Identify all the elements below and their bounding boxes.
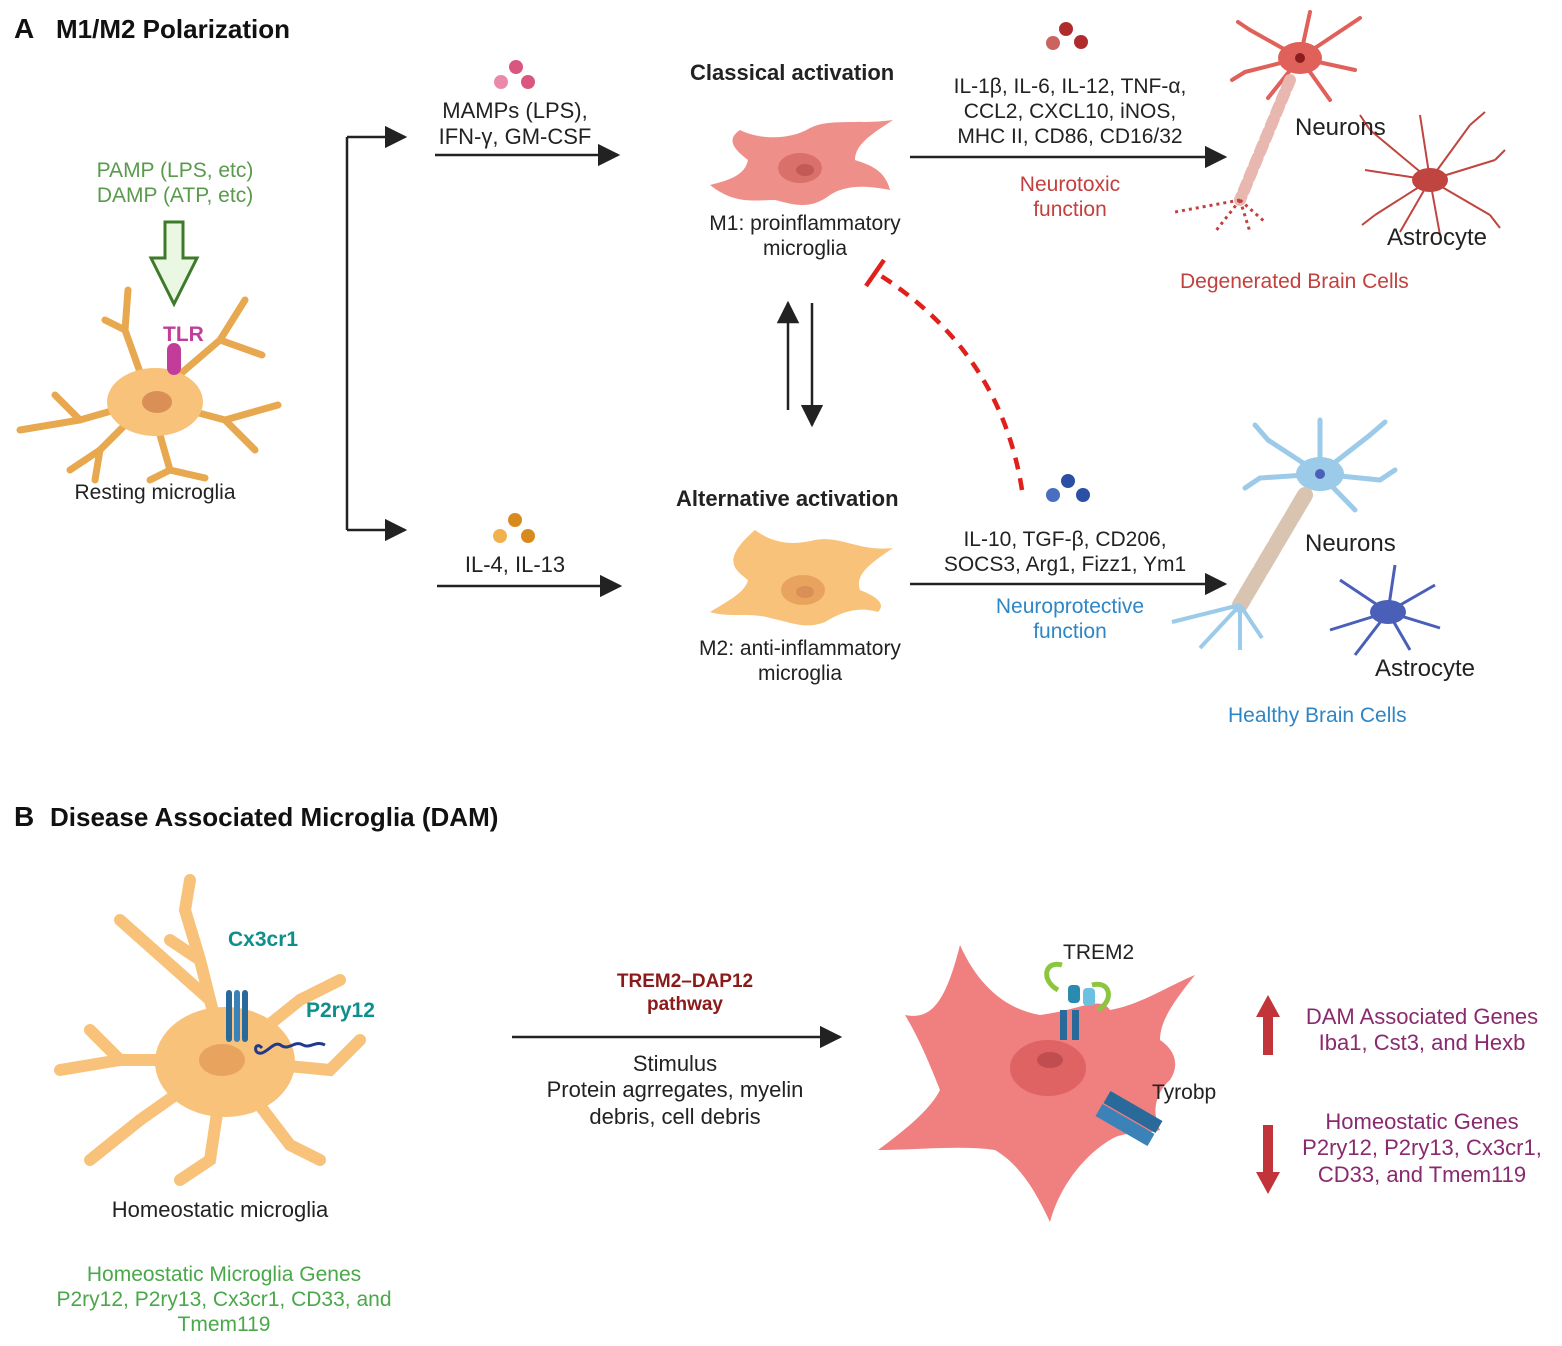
homeostatic-genes-downregulated: Homeostatic Genes P2ry12, P2ry13, Cx3cr1… <box>1302 1109 1542 1187</box>
stimulus-label: PAMP (LPS, etc) DAMP (ATP, etc) <box>96 159 254 208</box>
degenerated-neuron <box>1230 10 1362 102</box>
degenerated-astrocyte <box>1359 111 1506 236</box>
degenerated-axon-terminal <box>1174 198 1266 233</box>
healthy-neuron-nucleus <box>1315 469 1325 479</box>
m1-inducer-molecules-icon <box>494 60 535 89</box>
m1-microglia-cell <box>710 120 893 205</box>
alternative-activation-title: Alternative activation <box>676 486 899 511</box>
degenerated-axon <box>1234 74 1296 206</box>
m1-cytokines-label: IL-1β, IL-6, IL-12, TNF-α, CCL2, CXCL10,… <box>953 75 1187 149</box>
cx3cr1-receptor-icon <box>226 990 248 1042</box>
degenerated-astrocyte-soma <box>1412 168 1448 192</box>
healthy-astrocyte <box>1329 564 1441 656</box>
downregulation-arrow <box>1256 1125 1280 1194</box>
tyrobp-label: Tyrobp <box>1152 1081 1217 1104</box>
astrocyte-top-label: Astrocyte <box>1387 224 1488 251</box>
m1-cytokine-molecules-icon <box>1046 22 1088 50</box>
resting-microglia-label: Resting microglia <box>74 481 236 504</box>
m2-inducers-label: IL-4, IL-13 <box>464 552 566 577</box>
dam-associated-genes: DAM Associated Genes Iba1, Cst3, and Hex… <box>1305 1004 1539 1056</box>
homeostatic-microglia-nucleus <box>199 1044 245 1076</box>
homeostatic-microglia-label: Homeostatic microglia <box>111 1197 329 1222</box>
cx3cr1-label: Cx3cr1 <box>228 928 299 951</box>
p2ry12-receptor-icon <box>254 1041 326 1055</box>
neurons-bottom-label: Neurons <box>1305 530 1396 557</box>
degenerated-neuron-nucleus <box>1295 53 1305 63</box>
trem2-receptor-icon <box>1044 961 1111 1040</box>
stimulus-arrow <box>148 220 200 308</box>
m2-microglia-cell <box>710 530 893 626</box>
p2ry12-label: P2ry12 <box>306 999 375 1022</box>
inhibition-line <box>873 270 1025 491</box>
tlr-label: TLR <box>163 323 204 346</box>
trem2-dap12-pathway-label: TREM2–DAP12 pathway <box>616 971 754 1015</box>
tlr-receptor <box>167 343 181 375</box>
homeostatic-microglia-genes: Homeostatic Microglia Genes P2ry12, P2ry… <box>56 1263 392 1337</box>
healthy-axon <box>1232 487 1313 613</box>
trem2-label: TREM2 <box>1063 941 1135 964</box>
neuroprotective-function-label: Neuroprotective function <box>995 595 1145 644</box>
panel-a-title: M1/M2 Polarization <box>56 14 291 44</box>
tyrobp-icon <box>1095 1090 1163 1147</box>
m2-inducer-molecules-icon <box>493 513 535 543</box>
stimulus-description: Stimulus Protein agrregates, myelin debr… <box>546 1051 804 1129</box>
m2-microglia-label: M2: anti-inflammatory microglia <box>699 637 901 686</box>
inhibition-bar <box>864 258 886 288</box>
dam-microglia-cell <box>878 945 1195 1222</box>
healthy-brain-cells-label: Healthy Brain Cells <box>1228 704 1407 727</box>
panel-b-letter: B <box>14 801 35 832</box>
panel-a-letter: A <box>14 13 35 44</box>
m2-cytokines-label: IL-10, TGF-β, CD206, SOCS3, Arg1, Fizz1,… <box>943 528 1187 577</box>
neurotoxic-function-label: Neurotoxic function <box>1019 173 1121 222</box>
upregulation-arrow <box>1256 995 1280 1055</box>
m1-inducers-label: MAMPs (LPS), IFN-γ, GM-CSF <box>438 98 592 150</box>
classical-activation-title: Classical activation <box>690 60 895 85</box>
astrocyte-bottom-label: Astrocyte <box>1375 655 1476 682</box>
healthy-axon-terminal <box>1171 603 1264 650</box>
panel-b-title: Disease Associated Microglia (DAM) <box>50 802 499 832</box>
neurons-top-label: Neurons <box>1295 114 1386 141</box>
m1-microglia-label: M1: proinflammatory microglia <box>709 212 901 261</box>
healthy-neuron <box>1242 417 1398 513</box>
resting-microglia-nucleus <box>142 391 172 413</box>
degenerated-brain-cells-label: Degenerated Brain Cells <box>1180 270 1409 293</box>
healthy-astrocyte-soma <box>1370 600 1406 624</box>
m2-cytokine-molecules-icon <box>1046 474 1090 502</box>
